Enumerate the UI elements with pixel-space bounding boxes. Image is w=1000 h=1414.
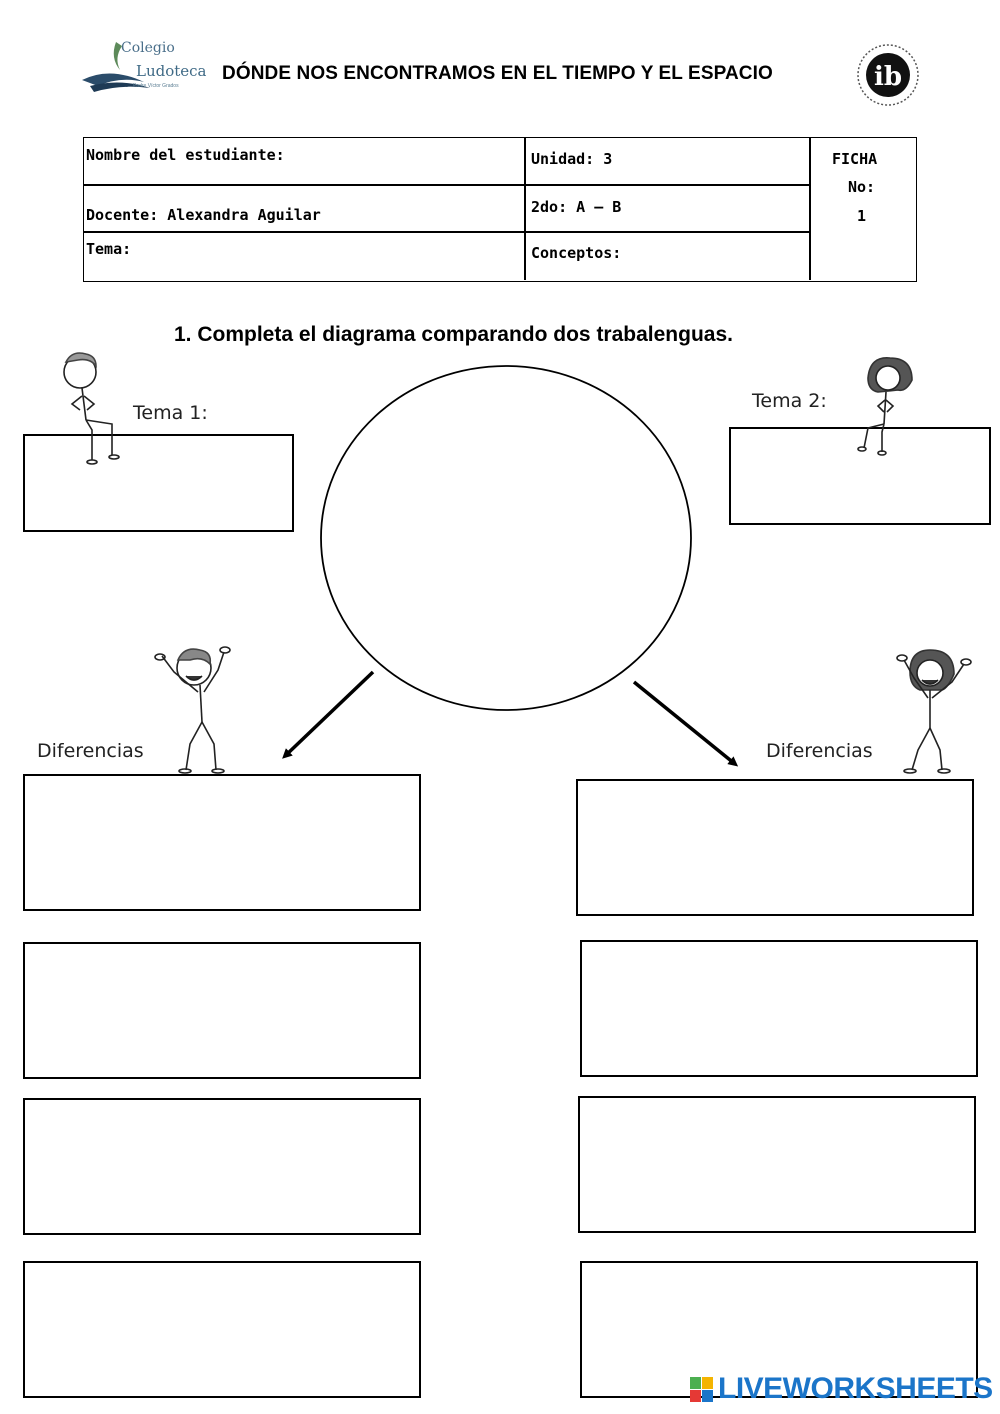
boy-sitting-figure-icon (64, 353, 119, 464)
liveworksheets-logo-icon (690, 1377, 714, 1403)
boy-cheering-figure-icon (155, 647, 230, 773)
watermark-text: LIVEWORKSHEETS (718, 1372, 993, 1406)
girl-cheering-figure-icon (897, 650, 971, 773)
girl-sitting-figure-icon (858, 358, 912, 455)
right-arrow-icon (634, 682, 735, 764)
similarities-circle (321, 366, 691, 710)
left-arrow-icon (285, 672, 373, 756)
